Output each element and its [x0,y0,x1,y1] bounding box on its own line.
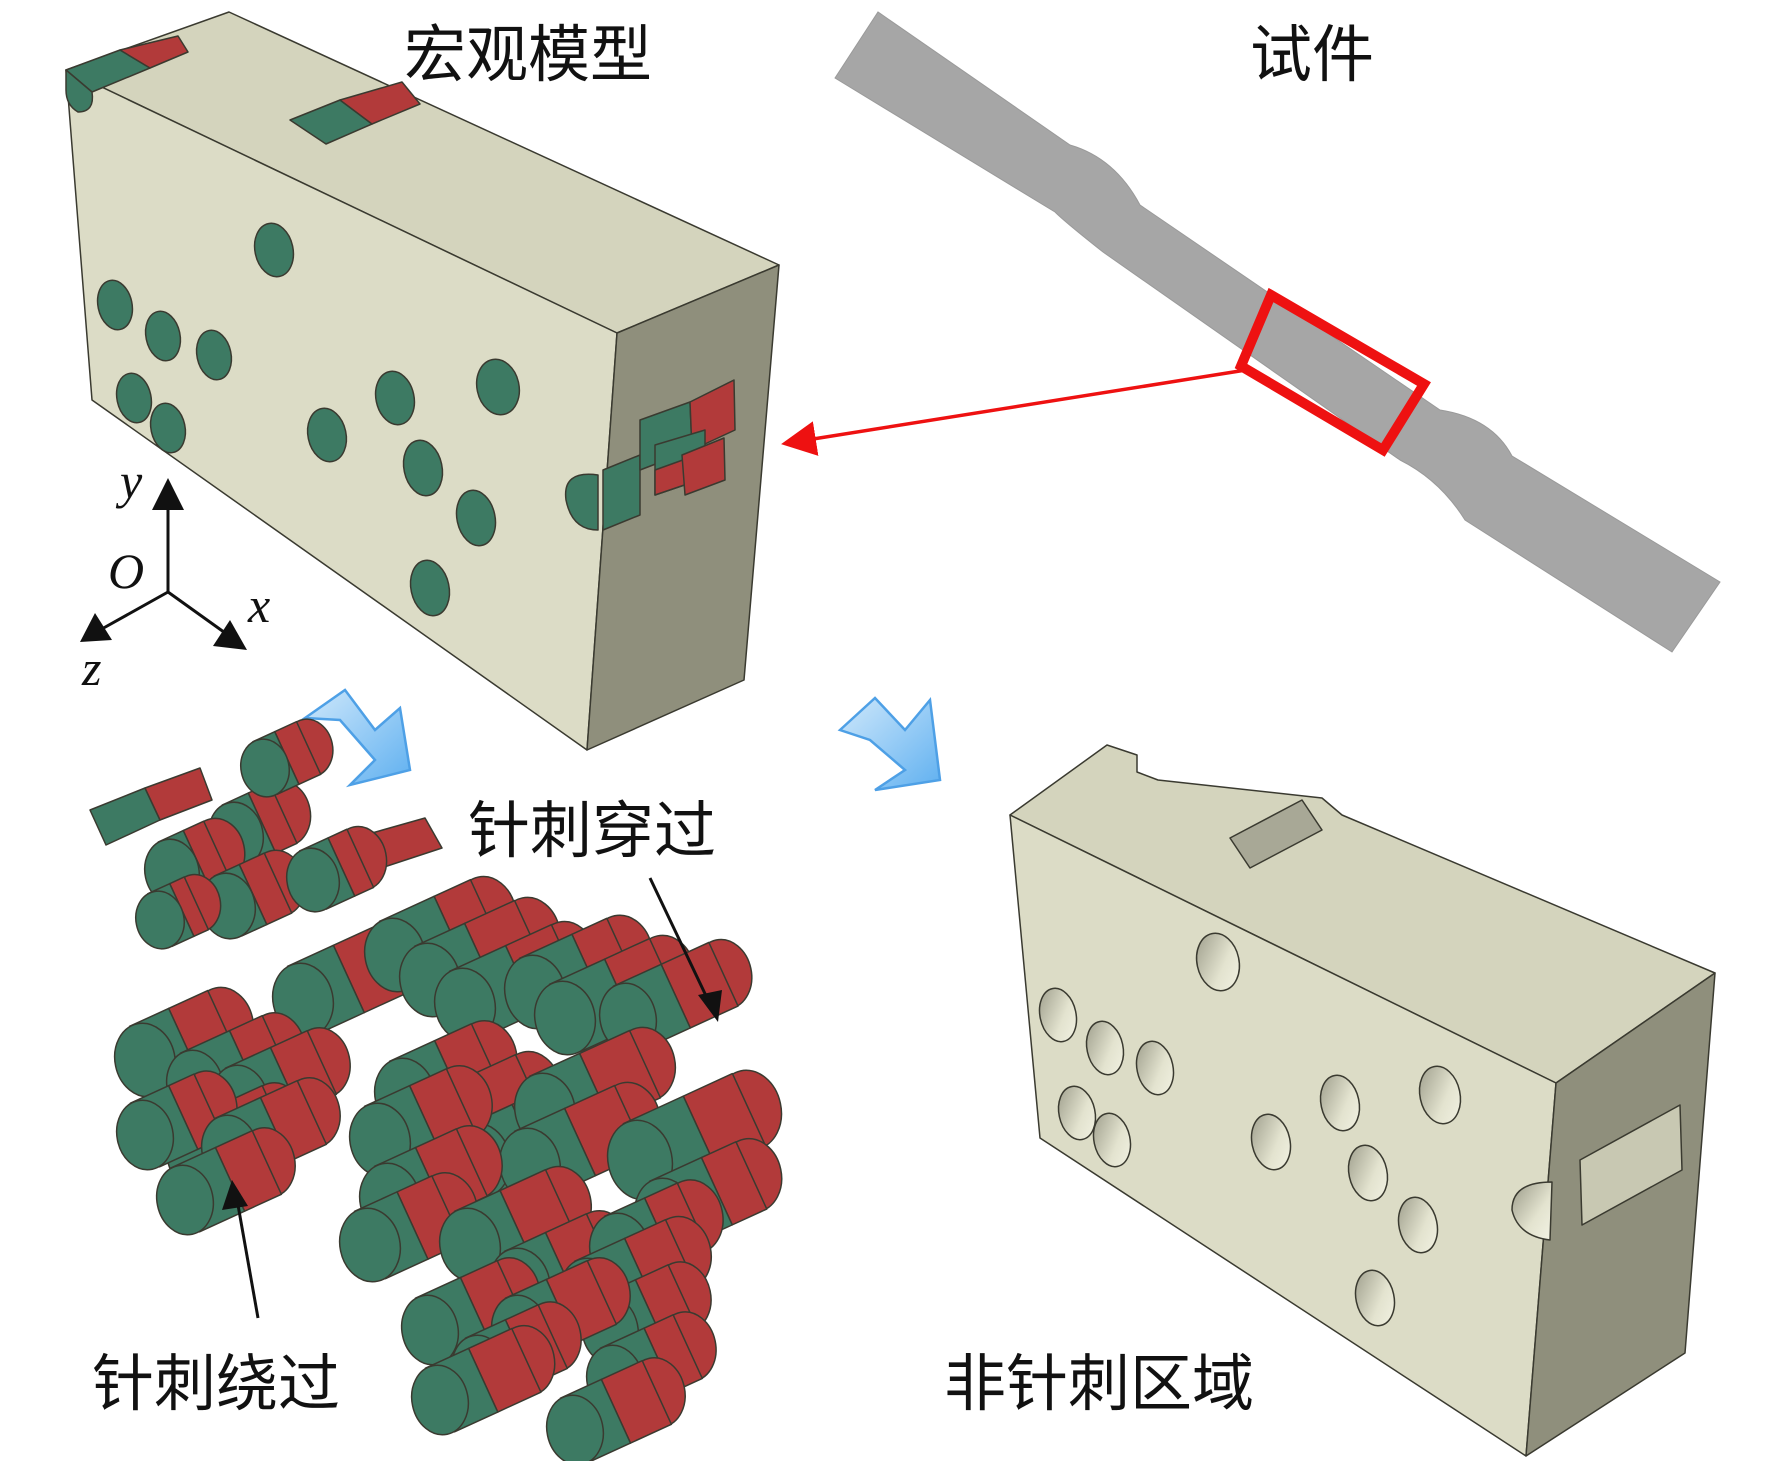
hole [1092,1112,1132,1168]
hole [1354,1269,1396,1327]
fiber-half-cylinder [89,767,213,846]
fiber-end [306,407,348,463]
needle-around-arrowhead [222,1180,248,1210]
hole [1347,1144,1389,1202]
axis-z-arrowhead [80,613,112,642]
hole-partial [1511,1181,1553,1241]
nn-holes [1038,932,1553,1327]
fiber-front-face [533,980,597,1056]
fiber-front-face [155,1164,215,1236]
label-specimen: 试件 [1250,18,1374,91]
specimen [834,11,1721,653]
label-non-needle-region: 非针刺区域 [944,1347,1254,1420]
hole [1250,1113,1292,1171]
fiber-front-face [285,847,341,913]
macro-corner-fiber [65,69,94,113]
fiber-end [149,402,187,454]
axis-z-line [99,590,169,632]
label-macro-model: 宏观模型 [404,18,652,91]
fiber-end [475,358,521,416]
fiber-end [402,439,444,497]
fiber-front-face [240,738,290,798]
fiber-cylinder [240,718,334,798]
axis-origin-label: O [108,543,144,599]
hole [1038,987,1078,1043]
annotation-arrows [222,877,722,1319]
fiber-end [144,310,182,362]
axis-x-line [167,590,229,637]
nn-top-notch [1229,799,1323,869]
hole [1418,1065,1462,1125]
fiber-cylinder [135,873,222,950]
fiber-front-face [410,1364,470,1436]
fiber-end [195,329,233,381]
specimen-highlight-box [1234,287,1431,457]
fiber-end [374,370,416,426]
fiber-end-partial [564,473,599,531]
specimen-dogbone [834,11,1721,653]
macro-model [65,11,780,751]
hole [1397,1196,1439,1254]
label-needle-through: 针刺穿过 [468,794,716,867]
hole [1085,1020,1125,1076]
needle-fiber-cluster [89,718,783,1461]
fiber-cylinder [410,1324,556,1436]
hole [1195,932,1241,992]
zoom-arrow [781,368,1247,456]
axis-y-arrowhead [152,478,184,510]
fiber-front-face [338,1207,402,1283]
fiber-cylinder [155,1127,296,1236]
axis-z-label: z [81,640,101,696]
fiber-end [96,279,134,331]
fiber-front-face [545,1394,605,1461]
fiber-cylinder [400,1257,541,1366]
label-needle-around: 针刺绕过 [92,1347,340,1420]
macro-side-fiber-patches [602,379,736,531]
needle-through-arrowhead [698,990,722,1022]
fiber-end [409,559,451,617]
needle-around-pointer [236,1204,260,1319]
fiber-end [115,372,153,424]
needle-through-pointer [648,877,710,1001]
fiber-end [253,222,295,278]
axis-triad: y O x z [80,453,270,696]
flow-arrow-left [301,688,412,788]
fiber-end [455,489,497,547]
non-needle-block [1009,744,1716,1457]
hole [1319,1074,1361,1132]
fiber-front-face [115,1099,175,1171]
flow-arrow-right [837,696,942,792]
axis-y-label: y [115,453,143,509]
fiber-cylinder [545,1357,686,1461]
macro-front-fiber-ends [96,222,599,617]
fiber-front-face [135,890,185,950]
macro-top-fiber-patches [65,35,421,145]
hole [1135,1040,1175,1096]
hole [1057,1085,1097,1141]
nn-side-face [1525,972,1716,1457]
axis-x-label: x [247,577,270,633]
nn-side-slot [1579,1104,1683,1226]
fiber-cylinder [285,825,388,913]
axis-x-arrowhead [213,620,247,650]
